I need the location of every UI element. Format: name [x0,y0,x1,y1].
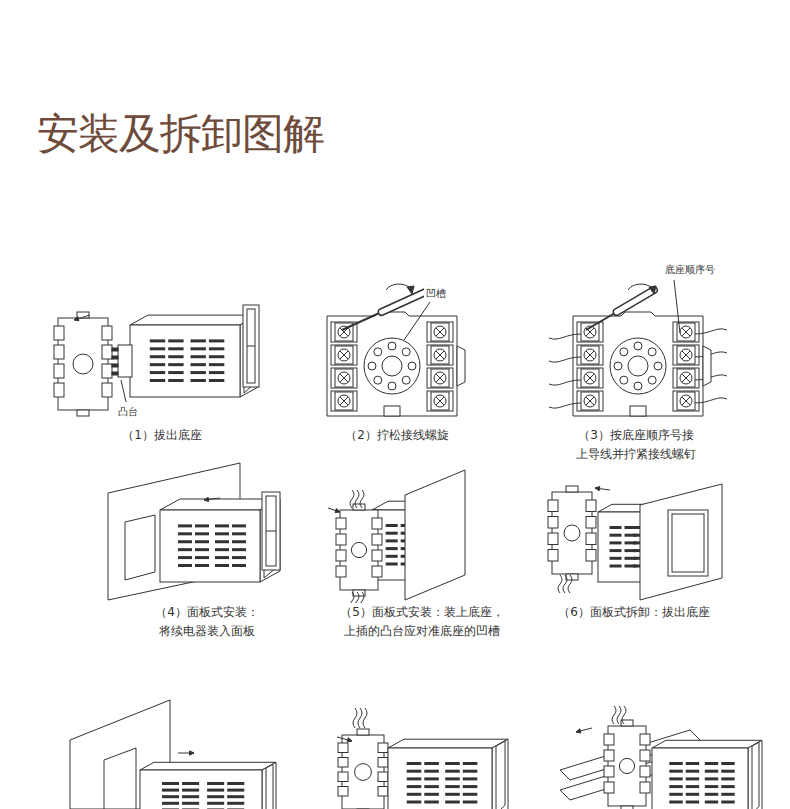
line-art [54,280,762,809]
callout-label: 底座顺序号 [663,262,717,278]
page-title: 安装及拆卸图解 [37,106,324,162]
step-caption: （6）面板式拆卸：拔出底座 [556,603,712,622]
step-caption: （1）拔出底座 [120,426,204,445]
step-caption: （2）拧松接线螺旋 [343,426,451,445]
callout-label: 凹槽 [424,286,448,302]
step-caption: （5）面板式安装：装上底座， 上插的凸台应对准底座的凹槽 [322,603,522,640]
step-caption: （3）按底座顺序号接 上导线并拧紧接线螺钉 [559,426,713,463]
step-caption: （4）面板式安装： 将续电器装入面板 [144,603,270,640]
callout-label: 凸台 [116,404,140,420]
